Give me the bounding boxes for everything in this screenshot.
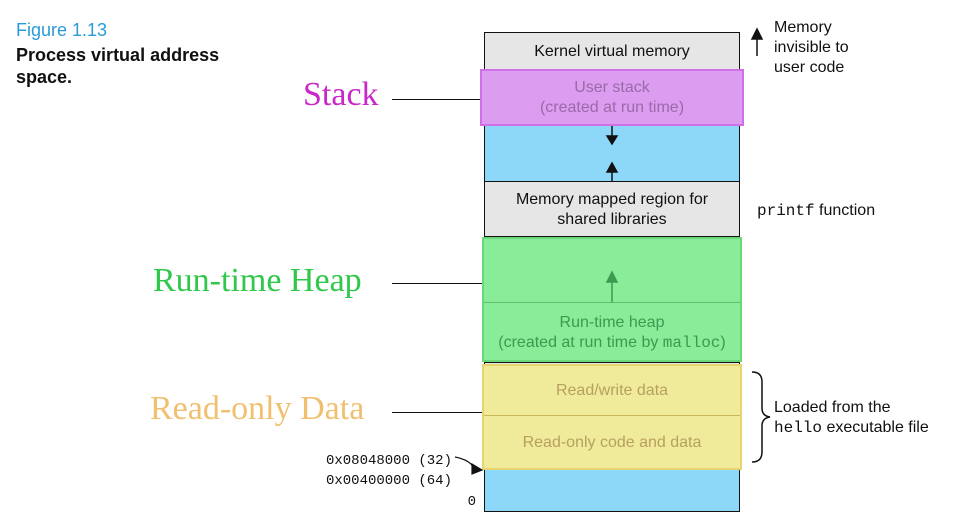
loaded-annotation: Loaded from the hello executable file [774,399,929,437]
address-zero: 0 [467,494,476,510]
heap-up-arrow-head [605,270,619,283]
printf-annotation: printf function [757,202,876,220]
bottom-unused-segment [484,468,740,512]
heap-divider-line [484,302,740,303]
figure-caption: Process virtual address space. [16,45,220,87]
heap-leader-line [392,283,482,284]
address-arrow-shaft [454,456,475,469]
kernel-label: Kernel virtual memory [534,43,690,60]
heap-label-line1: Run-time heap [559,314,665,331]
heap-label-line2: (created at run time by malloc) [498,334,726,352]
rw-data-text: Read/write data [555,381,669,399]
address-arrow-head [471,462,484,475]
mmap-up-arrow-head [605,161,619,173]
rodata-leader-line [392,412,482,413]
stack-highlight: User stack (created at run time) [480,69,744,126]
kernel-virtual-memory-segment: Kernel virtual memory [484,32,740,72]
mmap-label-line2: shared libraries [557,210,667,228]
heap-label: Run-time Heap [153,262,362,299]
ro-code-text: Read-only code and data [522,433,702,451]
heap-text-block: Run-time heap (created at run time by ma… [484,304,740,362]
address-32bit: 0x08048000 (32) [325,453,452,469]
stack-down-arrow-head [605,135,619,146]
address-64bit: 0x00400000 (64) [325,473,452,489]
figure-number: Figure 1.13 [16,20,108,40]
memory-up-arrow-head [750,27,764,40]
rodata-label: Read-only Data [150,390,365,427]
user-stack-label-line1: User stack [574,78,650,96]
rodata-highlight [482,364,742,470]
rodata-divider-line [484,415,740,416]
stack-leader-line [392,99,482,100]
mmap-label-line1: Memory mapped region for [515,190,709,208]
user-stack-label-line2: (created at run time) [539,98,685,116]
loaded-brace [751,371,771,463]
memory-invisible-annotation: Memory invisible to user code [774,19,849,76]
stack-label: Stack [303,76,379,113]
